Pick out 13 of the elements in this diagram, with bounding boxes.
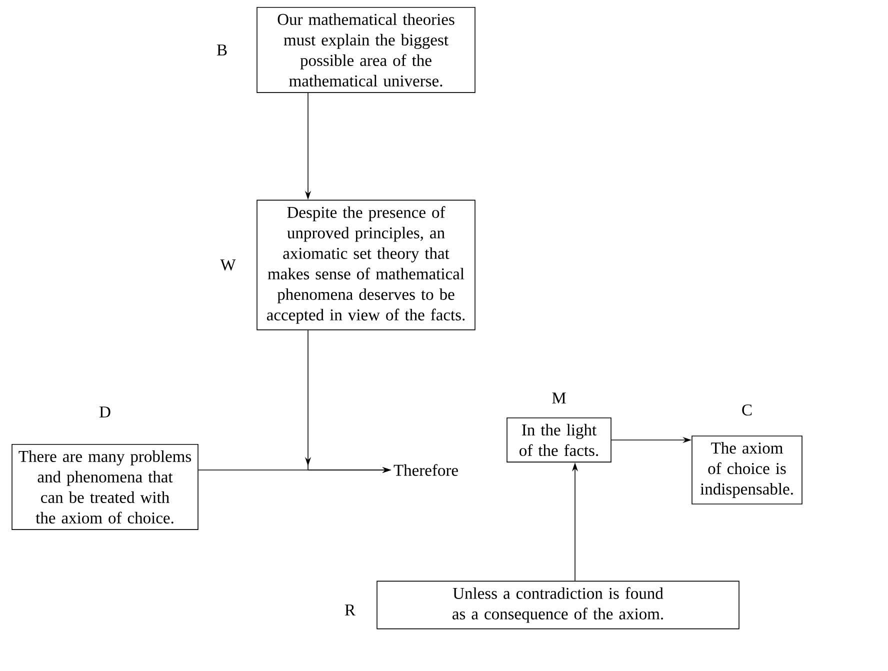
node-letter: W: [220, 259, 236, 271]
node-letter: C: [742, 404, 752, 416]
text-box: Our mathematical theories must explain the biggest possible area of the mathematical universe.: [256, 7, 476, 93]
node-letter: R: [344, 604, 356, 616]
text-box: Despite the presence of unproved principles, an axiomatic set theory that makes sense of mathematical phenomena deserves to be accepted in view of the facts.: [256, 200, 476, 330]
node-letter: M: [552, 392, 566, 404]
text-box: Unless a contradiction is found as a consequence of the axiom.: [376, 580, 740, 630]
text-box: There are many problems and phenomena that can be treated with the axiom of choice.: [12, 444, 198, 530]
flow-label: Therefore: [394, 464, 458, 476]
text-box: The axiom of choice is indispensable.: [692, 436, 802, 504]
text-box: In the light of the facts.: [506, 418, 612, 462]
node-letter: D: [100, 406, 110, 418]
node-letter: B: [216, 44, 227, 56]
